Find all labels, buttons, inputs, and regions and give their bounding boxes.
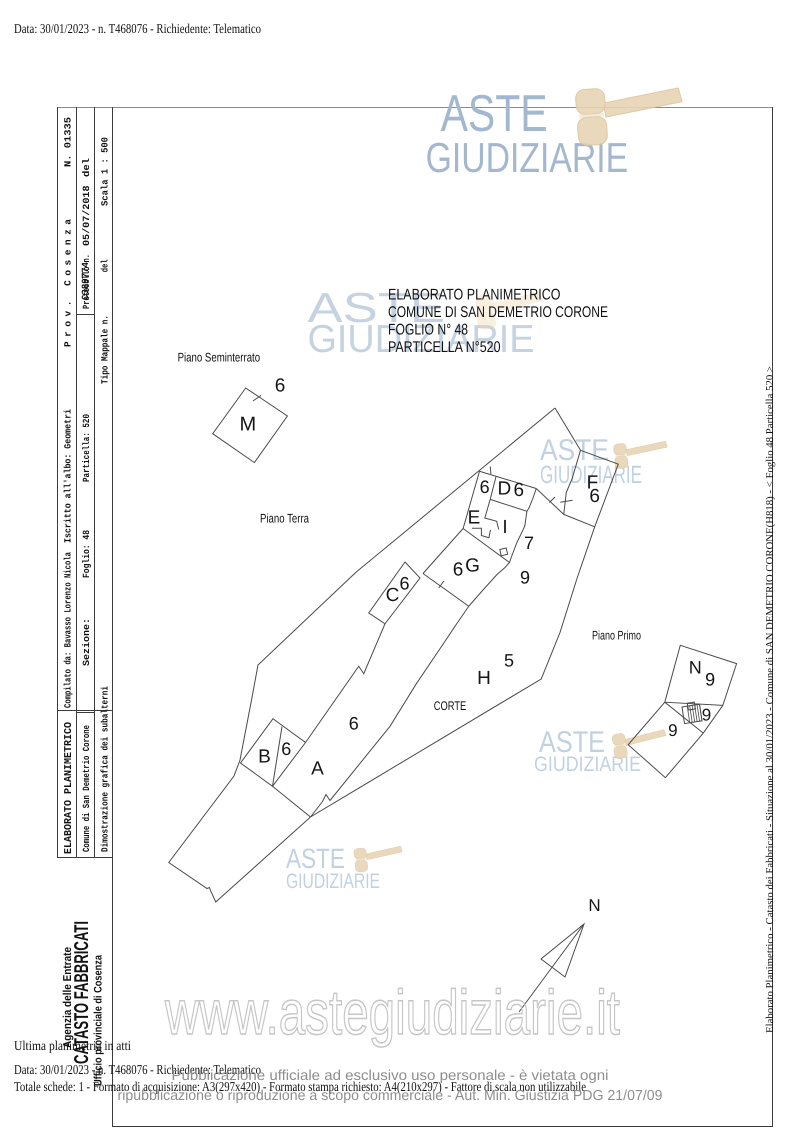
svg-text:Iscritto all'albo: Geometri: Iscritto all'albo: Geometri	[63, 409, 74, 543]
svg-text:GIUDIZIARIE: GIUDIZIARIE	[534, 753, 641, 776]
svg-text:del: del	[100, 259, 111, 272]
svg-text:Compilato da: Bavasso Lorenzo: Compilato da: Bavasso Lorenzo Nicola	[63, 552, 74, 708]
svg-text:FOGLIO N° 48: FOGLIO N° 48	[388, 322, 468, 339]
svg-text:Pubblicazione ufficiale ad esc: Pubblicazione ufficiale ad esclusivo uso…	[172, 1068, 609, 1084]
svg-text:Scala 1 : 500: Scala 1 : 500	[100, 137, 111, 206]
svg-text:N. 01335: N. 01335	[63, 117, 74, 167]
svg-text:www.astegiudiziarie.it: www.astegiudiziarie.it	[164, 978, 620, 1048]
svg-text:ELABORATO PLANIMETRICO: ELABORATO PLANIMETRICO	[388, 287, 561, 304]
svg-text:Piano Seminterrato: Piano Seminterrato	[178, 351, 261, 365]
svg-text:Comune di San Demetrio Corone: Comune di San Demetrio Corone	[81, 725, 92, 852]
svg-text:9: 9	[520, 567, 530, 587]
svg-text:05/07/2018: 05/07/2018	[81, 185, 92, 246]
svg-text:9: 9	[668, 721, 677, 740]
svg-text:PARTICELLA N°520: PARTICELLA N°520	[388, 339, 501, 356]
svg-text:Totale schede: 1 - Formato di: Totale schede: 1 - Formato di acquisizio…	[14, 1079, 586, 1094]
svg-text:E: E	[468, 508, 481, 529]
svg-text:GIUDIZIARIE: GIUDIZIARIE	[308, 318, 535, 361]
svg-text:I: I	[502, 517, 507, 538]
svg-text:ASTE: ASTE	[286, 843, 345, 874]
svg-text:6: 6	[453, 559, 464, 580]
svg-text:Dimostrazione grafica dei suba: Dimostrazione grafica dei subalterni	[100, 686, 111, 852]
svg-text:6: 6	[275, 376, 286, 397]
svg-text:ELABORATO PLANIMETRICO: ELABORATO PLANIMETRICO	[63, 722, 75, 854]
svg-text:D: D	[498, 479, 512, 500]
svg-text:Protocollo n.: Protocollo n.	[81, 254, 92, 309]
svg-text:ASTE: ASTE	[441, 85, 548, 143]
svg-text:CORTE: CORTE	[434, 699, 467, 713]
svg-text:Piano Terra: Piano Terra	[260, 511, 309, 525]
svg-text:Ultima planimetria in atti: Ultima planimetria in atti	[14, 1038, 131, 1053]
svg-text:9: 9	[705, 669, 715, 689]
svg-text:ASTE: ASTE	[539, 726, 605, 759]
svg-text:5: 5	[504, 651, 514, 671]
svg-text:Agenzia delle Entrate: Agenzia delle Entrate	[62, 947, 74, 1048]
svg-text:F: F	[587, 472, 599, 493]
svg-text:H: H	[477, 668, 491, 689]
svg-text:6: 6	[399, 574, 409, 594]
svg-text:N: N	[689, 658, 702, 678]
svg-text:7: 7	[524, 533, 534, 553]
svg-text:9: 9	[702, 705, 711, 724]
svg-text:6: 6	[589, 486, 600, 507]
svg-text:Piano Primo: Piano Primo	[592, 629, 641, 643]
svg-text:Particella: 520: Particella: 520	[81, 414, 92, 482]
svg-text:G: G	[465, 556, 480, 577]
svg-text:ASTE: ASTE	[308, 284, 446, 331]
svg-text:6: 6	[281, 739, 291, 759]
svg-text:ripubblicazione o riproduzione: ripubblicazione o riproduzione a scopo c…	[118, 1088, 663, 1104]
svg-text:Elaborato Planimetrico - Catas: Elaborato Planimetrico - Catasto dei Fab…	[765, 366, 776, 1033]
svg-text:Prov. Cosenza: Prov. Cosenza	[63, 219, 74, 347]
svg-text:N: N	[588, 896, 600, 915]
svg-text:GIUDIZIARIE: GIUDIZIARIE	[286, 870, 380, 893]
svg-text:Data: 30/01/2023 - n. T468076: Data: 30/01/2023 - n. T468076 - Richiede…	[14, 21, 261, 36]
svg-text:C: C	[386, 585, 400, 606]
svg-text:Ufficio provinciale di Cosenz: Ufficio provinciale di Cosenza	[93, 954, 105, 1086]
svg-text:A: A	[311, 759, 324, 780]
svg-text:M: M	[239, 414, 256, 436]
svg-text:Sezione:: Sezione:	[81, 618, 92, 666]
svg-text:6: 6	[513, 480, 524, 501]
svg-text:del: del	[81, 158, 92, 177]
svg-text:COMUNE DI SAN DEMETRIO CORONE: COMUNE DI SAN DEMETRIO CORONE	[388, 304, 608, 321]
svg-text:Data: 30/01/2023 - n. T468076: Data: 30/01/2023 - n. T468076 - Richiede…	[14, 1062, 261, 1077]
svg-text:B: B	[258, 747, 271, 768]
svg-text:Foglio: 48: Foglio: 48	[81, 530, 92, 578]
svg-text:Tipo Mappale n.: Tipo Mappale n.	[100, 315, 111, 384]
svg-text:CATASTO FABBRICATI: CATASTO FABBRICATI	[71, 921, 93, 1064]
svg-text:6: 6	[349, 714, 359, 734]
svg-text:6: 6	[480, 477, 490, 497]
svg-text:C389774: C389774	[80, 262, 91, 300]
